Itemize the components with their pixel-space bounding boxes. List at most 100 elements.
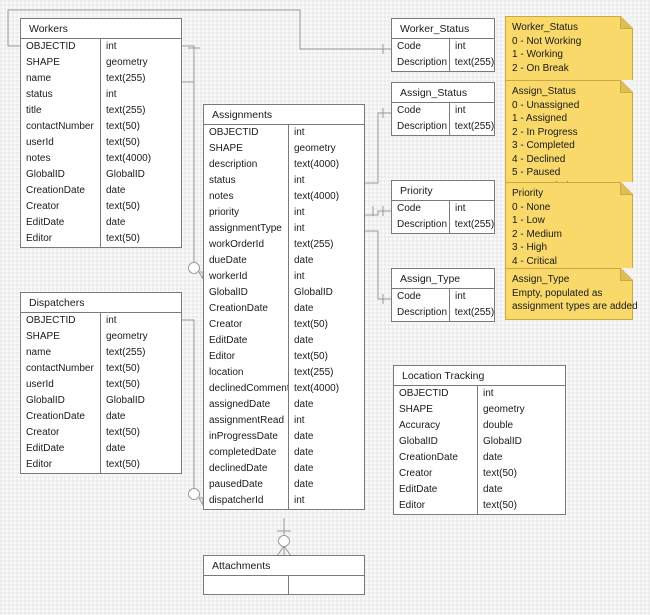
field-name: Editor <box>21 457 101 473</box>
wire-dispatchers-to-assignments <box>182 319 195 494</box>
field-name: workOrderId <box>204 237 289 253</box>
field-name: Creator <box>394 466 478 482</box>
field-name: SHAPE <box>21 329 101 345</box>
entity-attachments[interactable]: Attachments <box>203 555 365 595</box>
field-name: GlobalID <box>394 434 478 450</box>
field-name: GlobalID <box>21 167 101 183</box>
field-name: notes <box>21 151 101 167</box>
note-line: 1 - Low <box>512 215 545 226</box>
entity-title: Attachments <box>204 556 364 576</box>
field-type: GlobalID <box>106 169 145 180</box>
note-line: 0 - Unassigned <box>512 99 580 111</box>
field-name: Description <box>392 119 450 135</box>
note-line: 1 - Working <box>512 49 563 60</box>
field-type: date <box>294 447 314 458</box>
field-name: status <box>204 173 289 189</box>
field-name: Code <box>392 201 450 217</box>
field-name: OBJECTID <box>204 125 289 141</box>
field-name <box>204 576 289 594</box>
field-type: text(50) <box>106 379 140 390</box>
entity-title: Location Tracking <box>394 366 565 386</box>
field-name: inProgressDate <box>204 429 289 445</box>
field-type: text(255) <box>294 239 334 250</box>
wire-workers-to-assignments <box>182 45 195 268</box>
field-name: notes <box>204 189 289 205</box>
field-name: dispatcherId <box>204 493 289 509</box>
entity-title: Assignments <box>204 105 364 125</box>
field-type: int <box>294 207 305 218</box>
field-type: geometry <box>106 331 148 342</box>
field-name: Description <box>392 305 450 321</box>
field-row: workOrderId text(255) <box>204 237 364 253</box>
field-name: SHAPE <box>394 402 478 418</box>
note-title: Priority <box>512 188 544 199</box>
field-name: Editor <box>204 349 289 365</box>
dispatcherid-zero-marker <box>188 488 200 500</box>
field-type: text(50) <box>106 363 140 374</box>
field-name: Accuracy <box>394 418 478 434</box>
field-type: GlobalID <box>483 436 522 447</box>
field-type: geometry <box>294 143 336 154</box>
field-name: GlobalID <box>21 393 101 409</box>
field-type: text(255) <box>106 105 146 116</box>
note-line: 5 - Paused <box>512 167 561 178</box>
field-name: completedDate <box>204 445 289 461</box>
field-type: date <box>294 335 314 346</box>
field-name: declinedComment <box>204 381 289 397</box>
field-type: GlobalID <box>294 287 333 298</box>
field-name: declinedDate <box>204 461 289 477</box>
note-line: 2 - On Break <box>512 62 569 74</box>
field-name: Description <box>392 217 450 233</box>
field-name: location <box>204 365 289 381</box>
field-row-empty <box>204 576 364 594</box>
field-type: int <box>455 203 466 214</box>
field-name: assignmentType <box>204 221 289 237</box>
field-type: geometry <box>106 57 148 68</box>
field-name: CreationDate <box>21 409 101 425</box>
field-name: name <box>21 345 101 361</box>
field-type: text(255) <box>454 307 494 318</box>
folded-corner-icon <box>620 80 633 93</box>
workerid-zero-marker <box>188 262 200 274</box>
field-type: text(255) <box>454 219 494 230</box>
note-line: 3 - Completed <box>512 140 575 151</box>
